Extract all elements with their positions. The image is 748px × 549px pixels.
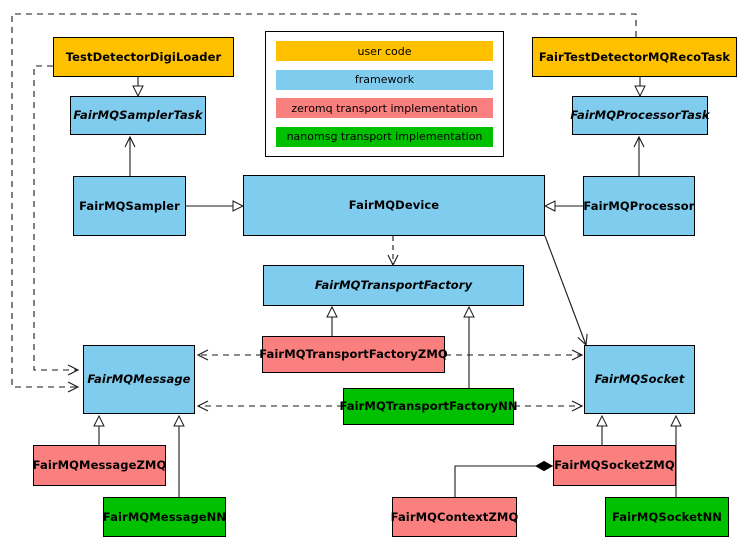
class-node-fairmqsamplertask[interactable]: FairMQSamplerTask: [70, 96, 206, 135]
class-label: FairMQContextZMQ: [390, 509, 519, 524]
class-label: FairMQProcessor: [583, 198, 695, 213]
class-node-fairmqmessage[interactable]: FairMQMessage: [83, 345, 195, 414]
class-node-fairmqmessagenn[interactable]: FairMQMessageNN: [103, 497, 226, 537]
class-label: FairMQSocketNN: [611, 509, 723, 524]
class-node-fairmqtransportfactoryzmq[interactable]: FairMQTransportFactoryZMQ: [259, 336, 448, 373]
class-label: FairMQMessageNN: [102, 509, 227, 524]
class-node-fairmqsocketnn[interactable]: FairMQSocketNN: [605, 497, 729, 537]
class-node-fairmqprocessor[interactable]: FairMQProcessor: [583, 176, 695, 236]
class-label: FairMQSocketZMQ: [554, 458, 675, 473]
class-node-fairtestdetectormqrecotask[interactable]: FairTestDetectorMQRecoTask: [532, 37, 737, 77]
legend-label-nanomsg: nanomsg transport implementation: [286, 130, 483, 144]
class-node-fairmqsampler[interactable]: FairMQSampler: [73, 176, 186, 236]
class-label: FairMQSocket: [594, 372, 685, 387]
legend-item-zeromq: zeromq transport implementation: [276, 98, 493, 119]
class-label: FairMQTransportFactory: [314, 278, 473, 293]
class-node-fairmqcontextzmq[interactable]: FairMQContextZMQ: [390, 497, 519, 537]
class-label: FairMQMessage: [87, 372, 191, 387]
legend-item-nanomsg: nanomsg transport implementation: [276, 126, 493, 147]
edge-contextzmq-socketzmq: [454, 466, 553, 497]
class-label: FairMQTransportFactoryNN: [339, 399, 518, 414]
class-label: FairMQProcessorTask: [570, 108, 710, 123]
class-label: FairTestDetectorMQRecoTask: [538, 49, 731, 64]
class-node-fairmqsocket[interactable]: FairMQSocket: [584, 345, 695, 414]
class-label: FairMQSampler: [79, 198, 180, 213]
legend-label-framework: framework: [354, 73, 415, 87]
legend-item-framework: framework: [276, 69, 493, 90]
class-label: TestDetectorDigiLoader: [65, 49, 222, 64]
legend: user code framework zeromq transport imp…: [265, 31, 504, 157]
class-label: FairMQTransportFactoryZMQ: [259, 347, 448, 362]
class-node-fairmqtransportfactory[interactable]: FairMQTransportFactory: [263, 265, 524, 306]
legend-label-user-code: user code: [357, 44, 412, 58]
class-node-fairmqtransportfactorynn[interactable]: FairMQTransportFactoryNN: [339, 388, 517, 425]
class-node-fairmqprocessortask[interactable]: FairMQProcessorTask: [570, 96, 710, 135]
class-label: FairMQDevice: [348, 198, 440, 213]
legend-item-user-code: user code: [276, 41, 493, 61]
class-label: FairMQSamplerTask: [73, 108, 203, 123]
class-node-testdetectordigiloader[interactable]: TestDetectorDigiLoader: [53, 37, 234, 77]
class-node-fairmqdevice[interactable]: FairMQDevice: [243, 175, 545, 236]
edge-device-socket: [544, 235, 588, 347]
class-node-fairmqsocketzmq[interactable]: FairMQSocketZMQ: [553, 445, 676, 486]
class-node-fairmqmessagezmq[interactable]: FairMQMessageZMQ: [33, 445, 166, 486]
class-label: FairMQMessageZMQ: [32, 458, 167, 473]
legend-label-zeromq: zeromq transport implementation: [291, 101, 478, 115]
